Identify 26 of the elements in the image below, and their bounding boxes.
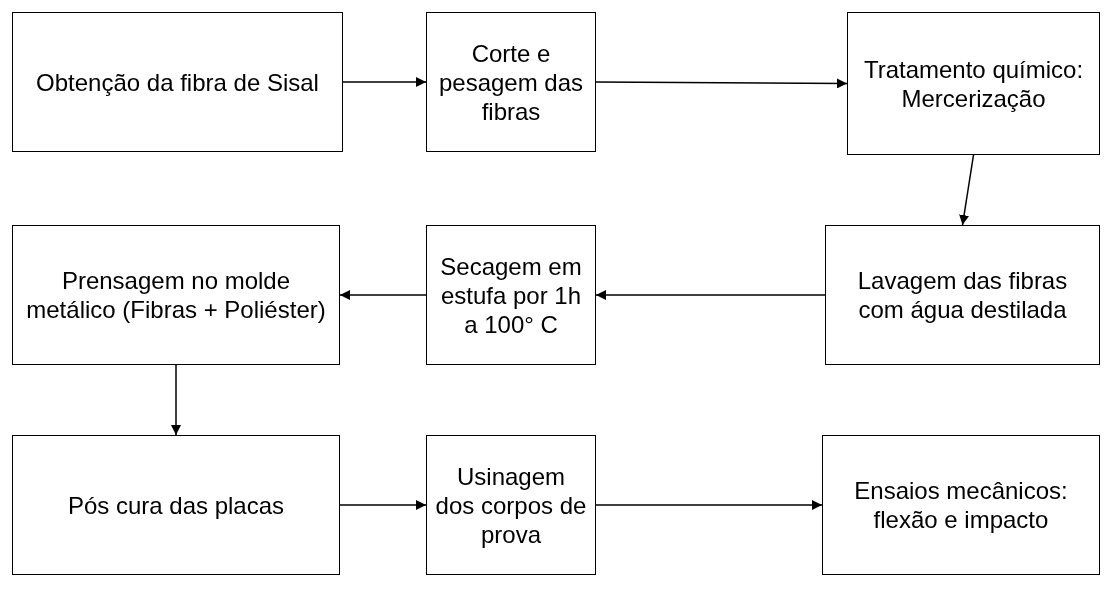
process-box	[12, 12, 343, 152]
step-label: Tratamento químico: Mercerização	[862, 54, 1085, 113]
step-label: Prensagem no molde metálico (Fibras + Poliéster)	[25, 266, 327, 324]
arrow	[959, 154, 975, 226]
step-label: Ensaios mecânicos: flexão e impacto	[853, 476, 1069, 534]
process-box	[822, 435, 1100, 575]
step-label: Secagem em estufa por 1h a 100° C	[439, 251, 583, 339]
arrow	[339, 290, 427, 300]
arrow	[595, 78, 848, 89]
arrow	[595, 500, 823, 510]
step-label: Lavagem das fibras com água destilada	[856, 266, 1069, 324]
arrow	[339, 500, 427, 510]
arrow	[595, 290, 826, 300]
step-label: Corte e pesagem das fibras	[437, 38, 585, 126]
process-box	[426, 435, 596, 575]
process-box	[426, 12, 596, 152]
process-box	[847, 12, 1100, 155]
process-box	[825, 225, 1100, 365]
step-label: Usinagem dos corpos de prova	[435, 461, 587, 549]
arrow	[171, 364, 181, 436]
step-label: Obtenção da fibra de Sisal	[36, 67, 319, 97]
process-box	[426, 225, 596, 365]
process-box	[12, 225, 340, 365]
process-box	[12, 435, 340, 575]
arrow	[342, 77, 427, 87]
step-label: Pós cura das placas	[67, 490, 285, 520]
